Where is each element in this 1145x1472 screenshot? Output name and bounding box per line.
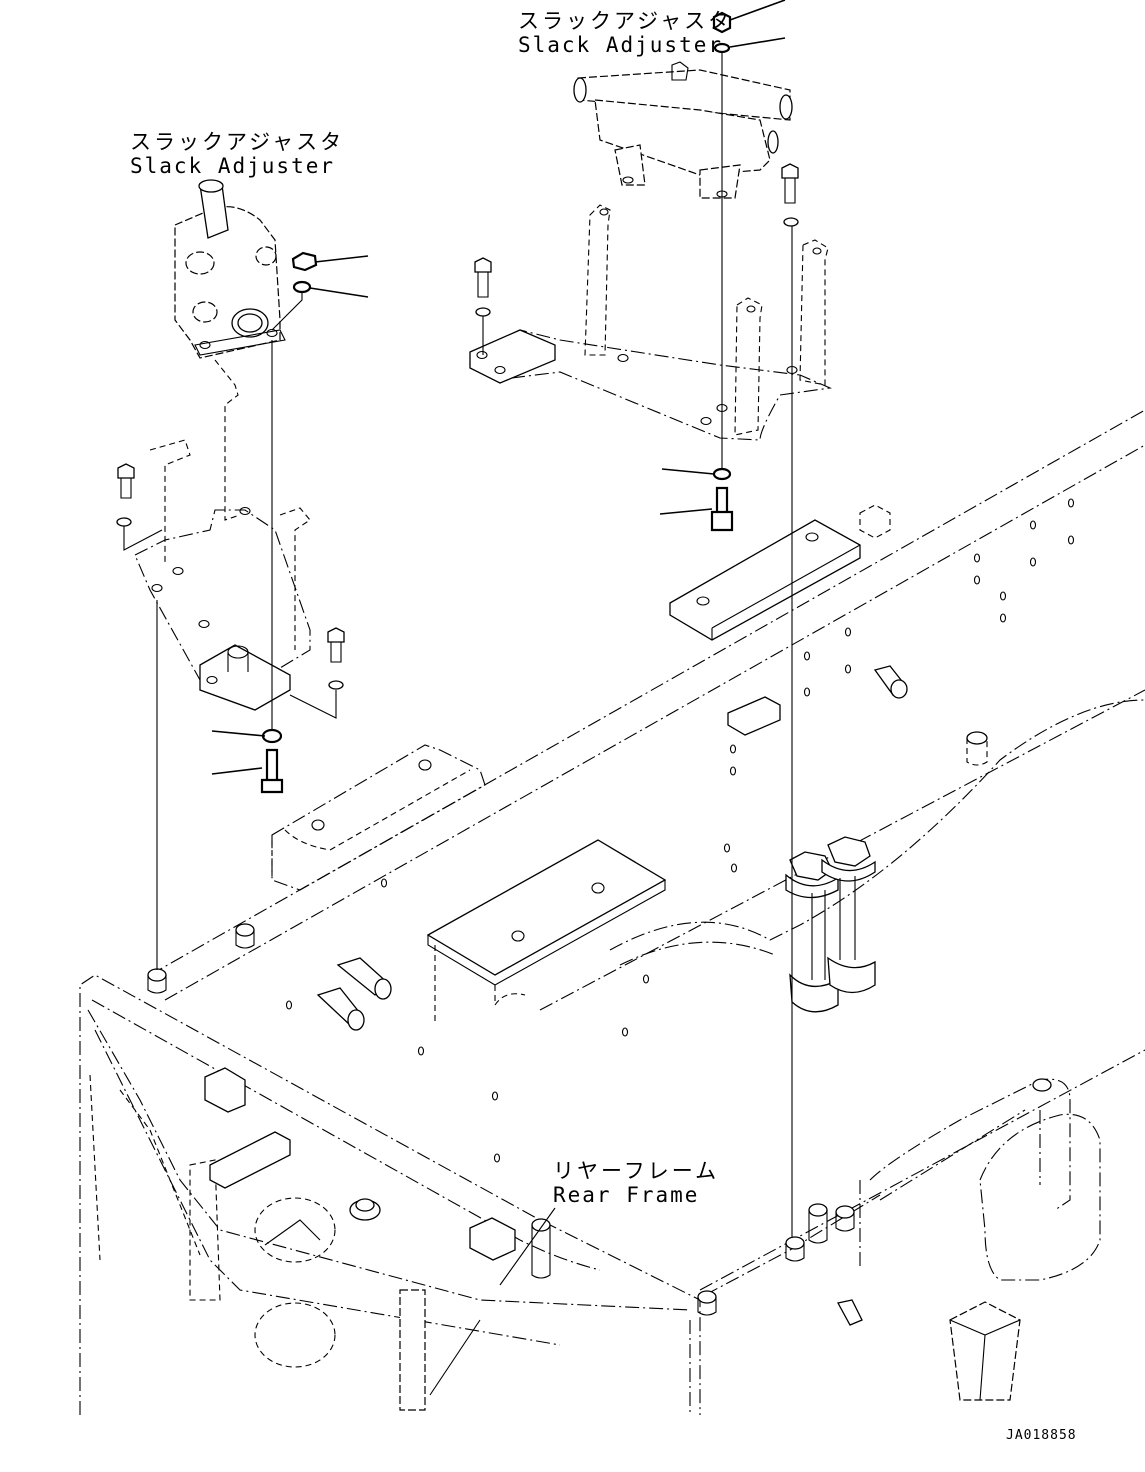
slack-adjuster-left-label: スラックアジャスタ Slack Adjuster [130,132,344,177]
rear-frame-label-en: Rear Frame [553,1183,700,1207]
drawing-code: JA018858 [1006,1428,1077,1443]
callout-leaders [211,0,786,1286]
frame-bolts [785,836,876,1013]
rivet-holes [285,498,1075,1163]
slack-adjuster-top [469,11,833,1238]
slack-adjuster-left-label-en: Slack Adjuster [130,154,336,178]
mount-pad [426,839,667,1025]
slack-adjuster-top-label-en: Slack Adjuster [518,33,724,57]
rear-frame-label: リヤーフレーム Rear Frame [553,1161,719,1206]
slack-adjuster-top-label: スラックアジャスタ Slack Adjuster [518,11,732,56]
slack-adjuster-left [116,179,345,970]
frame-bushing [147,731,1052,1316]
rear-frame [79,409,1145,1415]
rear-frame-label-jp: リヤーフレーム [553,1159,720,1183]
slack-adjuster-left-label-jp: スラックアジャスタ [130,130,345,154]
slack-adjuster-top-label-jp: スラックアジャスタ [518,9,733,33]
